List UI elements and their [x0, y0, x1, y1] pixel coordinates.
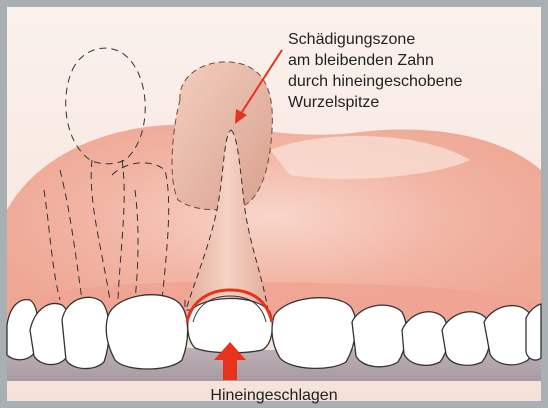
tooth	[62, 297, 109, 368]
damage-zone-label-line-2: am bleibenden Zahn	[288, 50, 528, 71]
tooth	[272, 298, 356, 369]
tooth	[352, 305, 406, 367]
damage-zone-label-line-3: durch hineingeschobene	[288, 71, 528, 92]
tooth	[442, 312, 490, 366]
impact-label: Hineingeschlagen	[0, 385, 548, 406]
damage-zone-label-line-4: Wurzelspitze	[288, 92, 528, 113]
damage-zone-label-line-1: Schädigungszone	[288, 29, 528, 50]
tooth	[106, 295, 187, 369]
tooth	[402, 312, 448, 366]
damage-zone-label: Schädigungszone am bleibenden Zahn durch…	[288, 29, 528, 113]
